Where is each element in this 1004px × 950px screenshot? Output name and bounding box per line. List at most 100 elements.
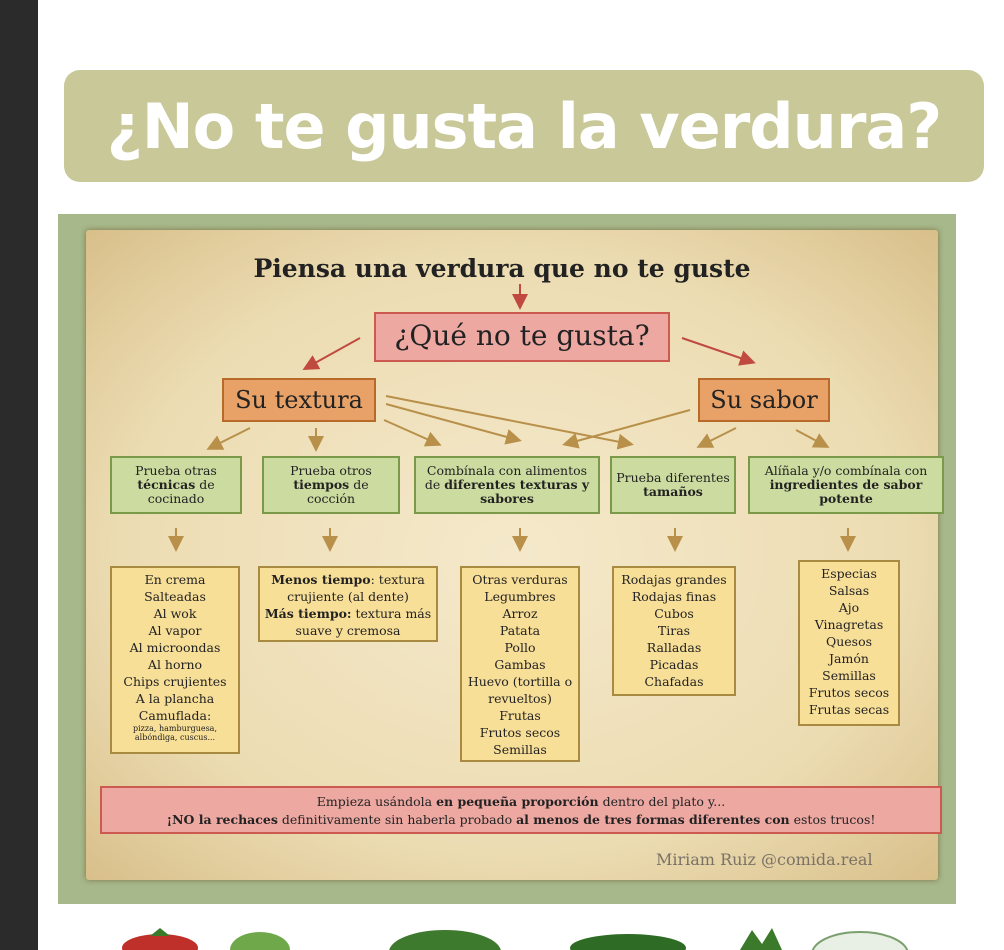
list-item: Legumbres bbox=[484, 589, 556, 604]
arrow-texture-tip1 bbox=[206, 427, 251, 450]
list-item: Pollo bbox=[504, 640, 536, 655]
list-item: Salsas bbox=[828, 583, 870, 598]
advice-text: estos trucos! bbox=[789, 812, 876, 827]
list-item: Más tiempo: textura más suave y cremosa bbox=[264, 605, 432, 639]
list-item: Patata bbox=[499, 623, 541, 638]
arrow-flavor-tip3 bbox=[562, 409, 691, 449]
list-item-bold: Más tiempo: bbox=[264, 606, 352, 621]
list-item: Semillas bbox=[822, 668, 876, 683]
list-item: Arroz bbox=[502, 606, 538, 621]
list-item: Rodajas grandes bbox=[621, 572, 727, 587]
advice-bold: ¡NO la rechaces bbox=[166, 812, 278, 827]
list-item: Chips crujientes bbox=[123, 674, 227, 689]
list-item: Jamón bbox=[829, 651, 869, 666]
list-combine: Otras verduras Legumbres Arroz Patata Po… bbox=[460, 566, 580, 762]
list-item: Salteadas bbox=[144, 589, 206, 604]
arrow-question-flavor bbox=[681, 337, 756, 366]
tip-times-box: Prueba otros tiempos de cocción bbox=[262, 456, 400, 514]
list-times: Menos tiempo: textura crujiente (al dent… bbox=[258, 566, 438, 642]
broccoli-icon bbox=[389, 930, 501, 950]
page-title: ¿No te gusta la verdura? bbox=[106, 89, 942, 163]
tip-text: Alíñala y/o combínala con bbox=[764, 463, 928, 478]
pepper-icon bbox=[230, 932, 290, 950]
advice-text: Empieza usándola bbox=[316, 794, 437, 809]
advice-bold: en pequeña proporción bbox=[436, 794, 599, 809]
texture-box: Su textura bbox=[222, 378, 376, 422]
tip-text: Combínala con alimentos de bbox=[424, 463, 588, 492]
list-item: Menos tiempo: textura crujiente (al dent… bbox=[264, 571, 432, 605]
list-item: Tiras bbox=[657, 623, 691, 638]
leaf-icon bbox=[150, 928, 170, 936]
advice-text: dentro del plato y... bbox=[598, 794, 726, 809]
vegetables-strip-right bbox=[740, 928, 909, 950]
tip-text: Prueba otros bbox=[290, 463, 372, 478]
infographic-title: Piensa una verdura que no te guste bbox=[253, 254, 751, 283]
tip-text: de cocción bbox=[306, 477, 369, 506]
list-item-note: pizza, hamburguesa, albóndiga, cuscus... bbox=[133, 724, 217, 742]
advice-line-1: Empieza usándola en pequeña proporción d… bbox=[102, 793, 940, 811]
list-item: Ralladas bbox=[646, 640, 702, 655]
tip-text: de cocinado bbox=[147, 477, 215, 506]
list-dressing: Especias Salsas Ajo Vinagretas Quesos Ja… bbox=[798, 560, 900, 726]
list-item: A la plancha bbox=[135, 691, 215, 706]
header-banner: ¿No te gusta la verdura? bbox=[64, 70, 984, 182]
list-item: Huevo (tortilla o revueltos) bbox=[467, 674, 573, 706]
list-item-bold: Menos tiempo bbox=[271, 572, 371, 587]
list-item: Especias bbox=[821, 566, 877, 581]
arrow-texture-tip4 bbox=[385, 395, 634, 450]
list-item: Al wok bbox=[153, 606, 197, 621]
tip-bold: tiempos bbox=[293, 477, 350, 492]
list-item: Al horno bbox=[147, 657, 203, 672]
tip-bold: tamaños bbox=[643, 484, 703, 499]
tip-sizes-box: Prueba diferentes tamaños bbox=[610, 456, 736, 514]
tip-text: Prueba otras bbox=[135, 463, 217, 478]
list-item-text: textura más suave y cremosa bbox=[295, 606, 432, 638]
dark-side-bar bbox=[0, 0, 38, 950]
list-item-text: : textura crujiente (al dente) bbox=[287, 572, 425, 604]
arrow-flavor-tip5 bbox=[795, 429, 830, 448]
list-item: Frutas bbox=[499, 708, 541, 723]
list-item: Chafadas bbox=[644, 674, 704, 689]
cucumber-icon bbox=[570, 934, 686, 950]
broccoli-image bbox=[389, 930, 501, 950]
list-item: Quesos bbox=[825, 634, 873, 649]
list-item: Ajo bbox=[838, 600, 860, 615]
question-box: ¿Qué no te gusta? bbox=[374, 312, 670, 362]
advice-line-2: ¡NO la rechaces definitivamente sin habe… bbox=[102, 811, 940, 829]
list-item: Frutos secos bbox=[479, 725, 561, 740]
parsley-icon bbox=[740, 928, 782, 950]
list-item: Camuflada: pizza, hamburguesa, albóndiga… bbox=[116, 707, 234, 742]
tomato-icon bbox=[122, 934, 198, 950]
arrow-flavor-tip4 bbox=[696, 427, 737, 448]
list-item: Semillas bbox=[493, 742, 547, 757]
salad-bowl-icon bbox=[811, 931, 909, 950]
list-item: En crema bbox=[144, 572, 206, 587]
list-item: Otras verduras bbox=[472, 572, 568, 587]
bottom-advice-box: Empieza usándola en pequeña proporción d… bbox=[100, 786, 942, 834]
arrow-texture-tip3b bbox=[385, 403, 522, 445]
author-signature: Miriam Ruiz @comida.real bbox=[656, 850, 873, 869]
tip-bold: diferentes texturas y sabores bbox=[444, 477, 590, 506]
list-item: Picadas bbox=[649, 657, 699, 672]
list-item: Al microondas bbox=[129, 640, 221, 655]
flavor-box: Su sabor bbox=[698, 378, 830, 422]
tip-dressing-box: Alíñala y/o combínala con ingredientes d… bbox=[748, 456, 944, 514]
tip-text: Prueba diferentes bbox=[616, 470, 730, 485]
tip-combine-box: Combínala con alimentos de diferentes te… bbox=[414, 456, 600, 514]
list-item: Cubos bbox=[654, 606, 694, 621]
list-item-text: Camuflada: bbox=[138, 708, 212, 723]
list-item: Frutas secas bbox=[808, 702, 890, 717]
arrow-question-texture bbox=[302, 337, 361, 370]
cucumber-image bbox=[570, 934, 686, 950]
advice-text: definitivamente sin haberla probado bbox=[277, 812, 517, 827]
list-item: Frutos secos bbox=[808, 685, 890, 700]
list-item: Rodajas finas bbox=[631, 589, 717, 604]
list-techniques: En crema Salteadas Al wok Al vapor Al mi… bbox=[110, 566, 240, 754]
tip-bold: ingredientes de sabor potente bbox=[769, 477, 923, 506]
vegetables-strip-left bbox=[122, 928, 290, 950]
list-item: Al vapor bbox=[148, 623, 202, 638]
list-sizes: Rodajas grandes Rodajas finas Cubos Tira… bbox=[612, 566, 736, 696]
tip-bold: técnicas bbox=[137, 477, 196, 492]
list-item: Gambas bbox=[494, 657, 546, 672]
